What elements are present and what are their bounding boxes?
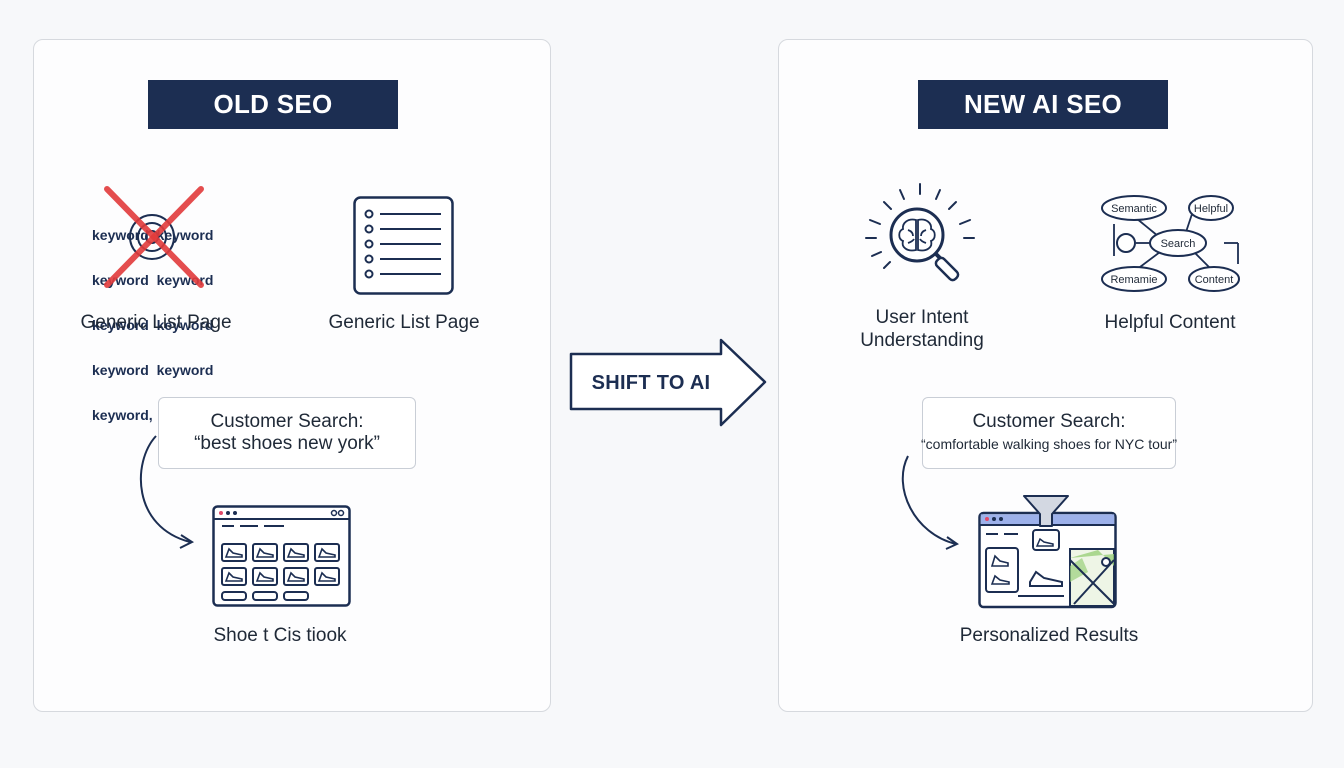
shoe-catalog-browser-icon	[212, 505, 351, 607]
new-result-label: Personalized Results	[959, 625, 1139, 646]
new-flow-arrow	[901, 455, 960, 550]
old-seo-title: OLD SEO	[148, 80, 398, 129]
old-flow-arrow	[139, 435, 195, 549]
mindmap-semantic: Semantic	[1111, 203, 1157, 215]
old-customer-search-bubble: Customer Search: “best shoes new york”	[158, 397, 416, 469]
new-customer-search-bubble: Customer Search: “comfortable walking sh…	[921, 397, 1177, 469]
shift-arrow-shape	[569, 338, 767, 427]
new-item1-label-line1: User Intent	[875, 307, 969, 328]
old-result-label: Shoe t Cis tiook	[213, 625, 347, 646]
brain-magnifier-icon	[865, 183, 975, 282]
personalized-results-browser-icon	[978, 495, 1117, 609]
old-search-query: “best shoes new york”	[194, 433, 380, 454]
new-search-title: Customer Search:	[972, 411, 1126, 432]
new-ai-seo-panel	[778, 39, 1313, 712]
mindmap-content: Content	[1195, 274, 1234, 286]
shift-to-ai-label: SHIFT TO AI	[591, 371, 711, 394]
new-ai-seo-title: NEW AI SEO	[918, 80, 1168, 129]
old-item1-label: Generic List Page	[80, 312, 232, 333]
mindmap-search: Search	[1161, 238, 1196, 250]
keyword-target-cross-icon	[104, 186, 204, 288]
keyword-stuffing-text: keyword keyword keyword keyword keyword …	[92, 227, 218, 423]
new-search-query: “comfortable walking shoes for NYC tour”	[921, 436, 1177, 452]
old-item2-label: Generic List Page	[328, 312, 480, 333]
mindmap-helpful: Helpful	[1194, 203, 1228, 215]
new-item1-label-line2: Understanding	[860, 330, 984, 351]
old-search-title: Customer Search:	[210, 411, 364, 432]
mindmap-remamie: Remamie	[1110, 274, 1157, 286]
list-page-icon	[353, 196, 454, 295]
semantic-mindmap-icon: Semantic Helpful Search Remamie Content	[1101, 195, 1240, 292]
new-item2-label: Helpful Content	[1104, 312, 1236, 333]
